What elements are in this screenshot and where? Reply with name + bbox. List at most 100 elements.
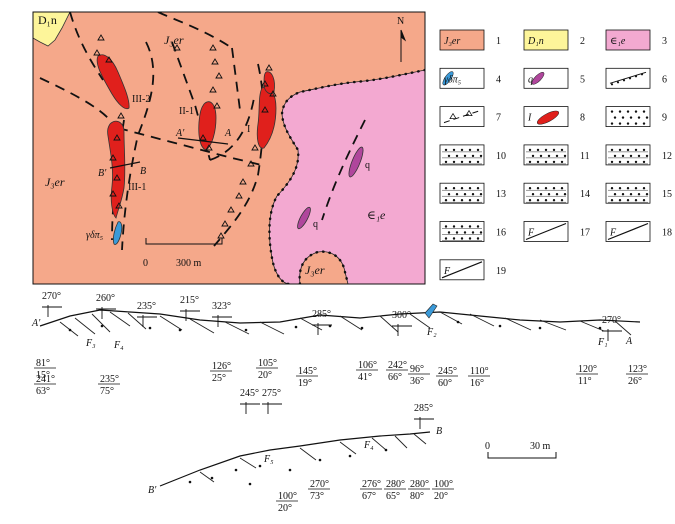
legend-swatch (439, 29, 485, 51)
section-b-start: B' (148, 485, 157, 496)
label-j3er-left: J₃er (45, 175, 65, 189)
dip-angle: 75° (100, 386, 114, 397)
legend-fault-icon (525, 222, 567, 241)
section-a-orebody (424, 303, 438, 319)
label-j3er-bottom: J₃er (305, 263, 325, 277)
legend-item: 12 (605, 144, 672, 166)
attitude-label: 276°67° (360, 479, 382, 502)
legend-swatch-label: F (609, 228, 617, 239)
map-scale-bar (145, 238, 223, 245)
azimuth-marker: 245° (240, 388, 260, 414)
attitude-label: 110°16° (468, 366, 490, 389)
section-b-scale-bar (487, 452, 557, 459)
fault-label: F₂ (426, 327, 437, 338)
dip-angle: 20° (258, 370, 272, 381)
contact-dots-bottom (298, 250, 350, 284)
legend-breccia-fault-icon (443, 110, 481, 124)
section-a-dips (59, 311, 632, 337)
orebodies (96, 54, 364, 245)
legend-swatch (523, 182, 569, 204)
dip-direction: 270° (310, 479, 329, 490)
legend-number: 4 (496, 74, 501, 85)
dip-direction: 235° (100, 374, 119, 385)
quartz-vein-lower (297, 206, 311, 230)
dike-granodiorite (112, 221, 123, 245)
legend-number: 9 (662, 113, 667, 124)
fault-label: F₁ (597, 337, 608, 348)
legend-number: 18 (662, 228, 672, 239)
legend-number: 7 (496, 113, 501, 124)
legend-swatch (439, 182, 485, 204)
attitude-label: 241°63° (34, 374, 56, 397)
section-lines (109, 137, 229, 169)
legend-swatch-label: γδπ₅ (444, 74, 462, 85)
cross-section-b: 245°275°285°F₅F₄100°20°270°73°276°67°280… (148, 388, 557, 514)
section-a-profile (39, 309, 641, 327)
legend-swatch-label: q (528, 74, 533, 85)
dip-direction: 100° (434, 479, 453, 490)
azimuth-marker: 260° (96, 293, 116, 319)
azimuth-marker: 300° (392, 310, 412, 336)
e1e-unit (269, 69, 425, 284)
dip-angle: 60° (438, 378, 452, 389)
fault-1 (69, 12, 104, 81)
dip-direction: 110° (470, 366, 489, 377)
attitude-label: 245°60° (436, 366, 458, 389)
dip-angle: 15° (36, 370, 50, 381)
label-j3er-top: J₃er (164, 33, 184, 47)
dip-direction: 280° (410, 479, 429, 490)
azimuth-label: 245° (240, 388, 259, 399)
dip-angle: 16° (470, 378, 484, 389)
legend-number: 3 (662, 36, 667, 47)
dip-angle: 20° (434, 491, 448, 502)
dip-angle: 73° (310, 491, 324, 502)
dip-direction: 120° (578, 364, 597, 375)
legend-orebody-icon (536, 110, 560, 125)
legend-swatch (523, 144, 569, 166)
azimuth-label: 260° (96, 293, 115, 304)
dip-direction: 81° (36, 358, 50, 369)
label-north: N (397, 16, 404, 27)
azimuth-label: 235° (137, 301, 156, 312)
legend-item: 7 (439, 106, 501, 127)
label-d1n: D₁n (38, 13, 57, 27)
azimuth-label: 215° (180, 295, 199, 306)
section-line-a (177, 137, 229, 145)
attitude-label: 105°20° (256, 358, 278, 381)
section-b-end: B (436, 426, 442, 437)
dip-direction: 241° (36, 374, 55, 385)
legend-number: 16 (496, 228, 506, 239)
legend-item: 10 (439, 144, 506, 166)
label-a-prime: A' (175, 128, 185, 139)
legend-swatch (605, 29, 651, 51)
attitude-label: 145°19° (296, 366, 318, 389)
legend-swatch (439, 106, 485, 127)
dip-angle: 19° (298, 378, 312, 389)
section-line-b (109, 161, 141, 169)
label-a: A (224, 128, 232, 139)
azimuth-marker: 323° (212, 301, 232, 327)
legend-swatch (605, 106, 651, 127)
azimuth-marker: 235° (137, 301, 157, 327)
azimuth-marker: 270° (42, 291, 62, 317)
dip-angle: 20° (278, 503, 292, 514)
legend-number: 2 (580, 36, 585, 47)
map-scale-zero: 0 (143, 258, 148, 269)
section-b-marks: 245°275°285°F₅F₄100°20°270°73°276°67°280… (240, 388, 454, 514)
fault-6 (231, 47, 241, 111)
fault-11 (157, 12, 233, 49)
legend-contact-icon (609, 71, 647, 84)
legend-number: 10 (496, 151, 506, 162)
dip-angle: 67° (362, 491, 376, 502)
legend-swatch-label: F (527, 228, 535, 239)
dip-angle: 65° (386, 491, 400, 502)
legend-dike-icon (442, 71, 454, 86)
label-b: B (140, 166, 146, 177)
label-b-prime: B' (98, 168, 107, 179)
